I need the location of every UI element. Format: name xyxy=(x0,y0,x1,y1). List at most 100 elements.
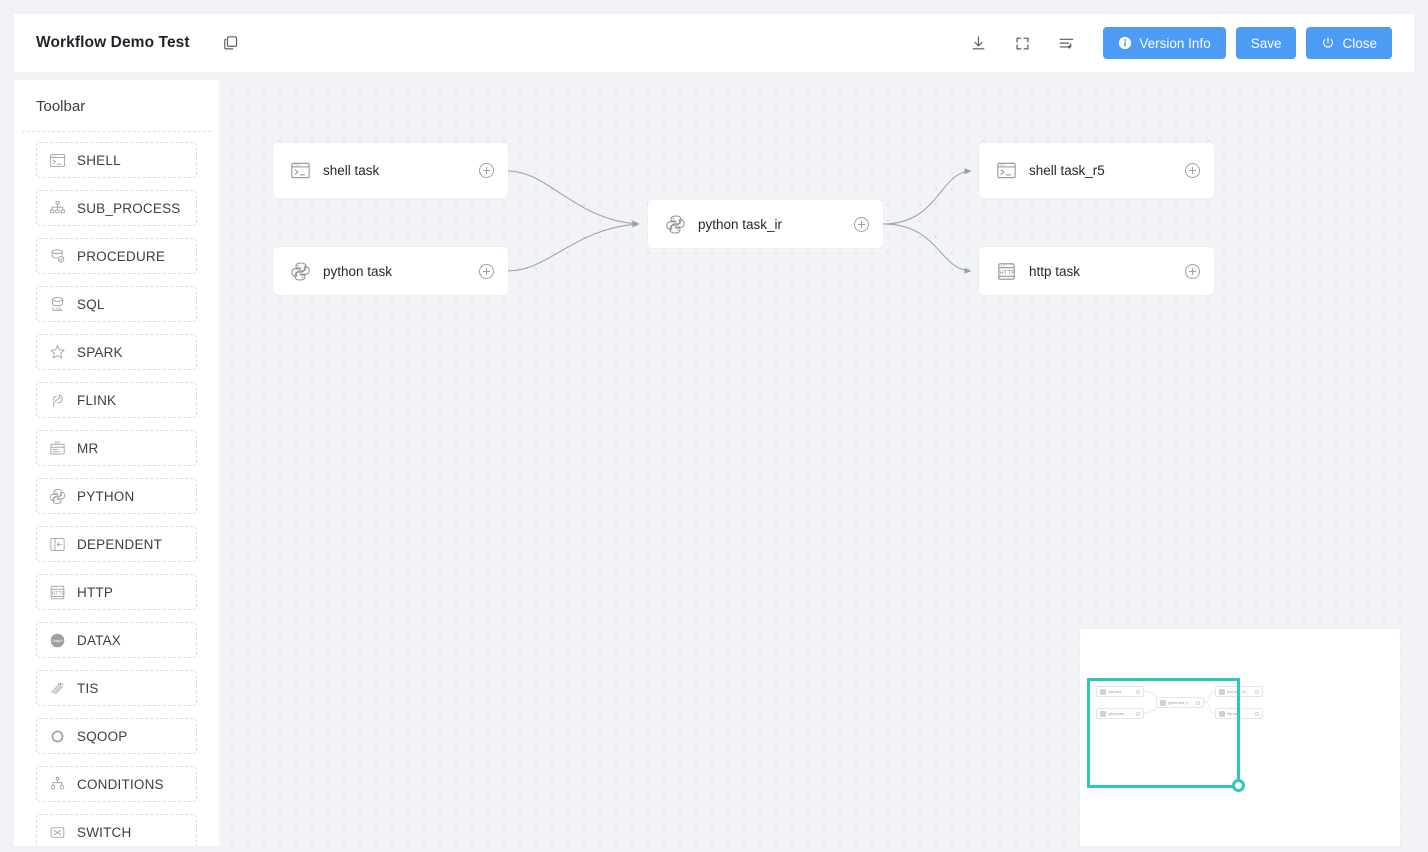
header-icon-group xyxy=(967,32,1077,54)
toolbar-divider-top xyxy=(22,131,211,132)
workflow-node-http-task[interactable]: HTTP http task xyxy=(979,247,1214,295)
minimap-node-label: shell task xyxy=(1108,689,1122,694)
switch-icon xyxy=(47,822,67,842)
toolbar-item-label: FLINK xyxy=(77,392,117,408)
workflow-node-python-task[interactable]: python task xyxy=(273,247,508,295)
minimap-node-label: python task xyxy=(1108,711,1125,716)
edge-layer xyxy=(507,168,972,274)
edge-python-task-ir-to-http-task xyxy=(882,223,972,274)
dependent-icon xyxy=(47,534,67,554)
toolbar-item-dependent[interactable]: DEPENDENT xyxy=(36,526,197,562)
python-icon xyxy=(288,259,312,283)
workflow-node-label: shell task_r5 xyxy=(1029,163,1105,178)
download-icon[interactable] xyxy=(967,32,989,54)
toolbar-item-spark[interactable]: SPARK xyxy=(36,334,197,370)
workflow-node-python-task-ir[interactable]: python task_ir xyxy=(648,200,883,248)
toolbar-item-shell[interactable]: SHELL xyxy=(36,142,197,178)
toolbar-item-procedure[interactable]: PROCEDURE xyxy=(36,238,197,274)
toolbar-item-python[interactable]: PYTHON xyxy=(36,478,197,514)
toolbar-item-label: CONDITIONS xyxy=(77,776,164,792)
node-output-port-plus-icon[interactable] xyxy=(479,263,494,279)
svg-text:DataX: DataX xyxy=(52,637,63,642)
mr-icon: MR xyxy=(47,438,67,458)
toolbar-title: Toolbar xyxy=(36,98,86,115)
toolbar-item-label: DEPENDENT xyxy=(77,536,163,552)
svg-text:HTTP: HTTP xyxy=(51,591,65,597)
minimap-node: python task_ir xyxy=(1156,697,1204,708)
minimap-node-icon xyxy=(1100,688,1106,695)
minimap-resize-handle[interactable] xyxy=(1232,779,1245,792)
minimap-node: shell task xyxy=(1096,686,1144,697)
toolbar-item-flink[interactable]: FLINK xyxy=(36,382,197,418)
toolbar-item-sub-process[interactable]: SUB_PROCESS xyxy=(36,190,197,226)
toolbar-item-label: DATAX xyxy=(77,632,122,648)
svg-text:HTTP: HTTP xyxy=(999,269,1015,276)
minimap[interactable]: shell task python task python task_ir shell… xyxy=(1080,629,1400,846)
minimap-node-label: python task_ir xyxy=(1168,700,1188,705)
node-output-port-plus-icon[interactable] xyxy=(1185,163,1200,178)
minimap-node-label: http task xyxy=(1227,711,1240,716)
version-info-label: Version Info xyxy=(1139,35,1211,51)
save-label: Save xyxy=(1250,35,1282,51)
node-output-port-plus-icon[interactable] xyxy=(479,163,494,178)
minimap-node-port xyxy=(1136,711,1140,716)
procedure-icon xyxy=(47,246,67,266)
workflow-node-label: python task_ir xyxy=(698,216,783,232)
toolbar-item-label: SWITCH xyxy=(77,824,132,840)
sub-process-icon xyxy=(47,198,67,218)
svg-text:SQL: SQL xyxy=(55,307,62,311)
node-output-port-plus-icon[interactable] xyxy=(1185,263,1200,279)
minimap-viewport[interactable] xyxy=(1087,678,1240,788)
toolbar-item-label: SQOOP xyxy=(77,728,128,744)
page-title: Workflow Demo Test xyxy=(36,34,190,51)
minimap-node-icon xyxy=(1219,688,1225,695)
http-icon: HTTP xyxy=(47,582,67,602)
toolbar-item-datax[interactable]: DataX DATAX xyxy=(36,622,197,658)
header-bar: Workflow Demo Test xyxy=(14,14,1414,72)
toolbar-item-label: SHELL xyxy=(77,152,121,168)
minimap-node-label: shell task_r5 xyxy=(1227,689,1245,694)
sqoop-icon xyxy=(47,726,67,746)
toolbar-item-switch[interactable]: SWITCH xyxy=(36,814,197,846)
toolbar-item-sqoop[interactable]: SQOOP xyxy=(36,718,197,754)
edge-python-task-to-python-task-ir xyxy=(507,221,640,272)
power-icon xyxy=(1321,36,1335,50)
toolbar-item-conditions[interactable]: CONDITIONS xyxy=(36,766,197,802)
workflow-node-shell-task[interactable]: shell task xyxy=(273,143,508,198)
shell-icon xyxy=(994,159,1018,183)
save-button[interactable]: Save xyxy=(1235,27,1297,59)
toolbar-item-label: SUB_PROCESS xyxy=(77,200,181,216)
workflow-node-label: python task xyxy=(323,263,393,279)
edge-shell-task-to-python-task-ir xyxy=(507,170,640,227)
minimap-node-port xyxy=(1255,689,1259,694)
node-output-port-plus-icon[interactable] xyxy=(854,216,869,232)
datax-icon: DataX xyxy=(47,630,67,650)
toolbar-item-tis[interactable]: TIS xyxy=(36,670,197,706)
minimap-node-port xyxy=(1255,711,1259,716)
close-button[interactable]: Close xyxy=(1306,27,1392,59)
toolbar-item-label: SPARK xyxy=(77,344,123,360)
shell-icon xyxy=(288,159,312,183)
workflow-node-shell-task-r5[interactable]: shell task_r5 xyxy=(979,143,1214,198)
copy-icon[interactable] xyxy=(220,32,242,54)
svg-text:MR: MR xyxy=(54,440,60,444)
version-info-button[interactable]: Version Info xyxy=(1103,27,1226,59)
toolbar-item-http[interactable]: HTTP HTTP xyxy=(36,574,197,610)
sql-icon: SQL xyxy=(47,294,67,314)
fullscreen-icon[interactable] xyxy=(1011,32,1033,54)
minimap-node-port xyxy=(1196,700,1200,705)
toolbar-item-label: HTTP xyxy=(77,584,114,600)
toolbar-item-label: PYTHON xyxy=(77,488,135,504)
info-icon xyxy=(1118,36,1132,50)
format-dag-icon[interactable] xyxy=(1055,32,1077,54)
close-label: Close xyxy=(1342,35,1377,51)
workflow-node-label: shell task xyxy=(323,163,380,178)
workflow-node-label: http task xyxy=(1029,263,1081,279)
edge-paths xyxy=(507,168,972,274)
shell-icon xyxy=(47,150,67,170)
minimap-node-icon xyxy=(1219,710,1225,717)
